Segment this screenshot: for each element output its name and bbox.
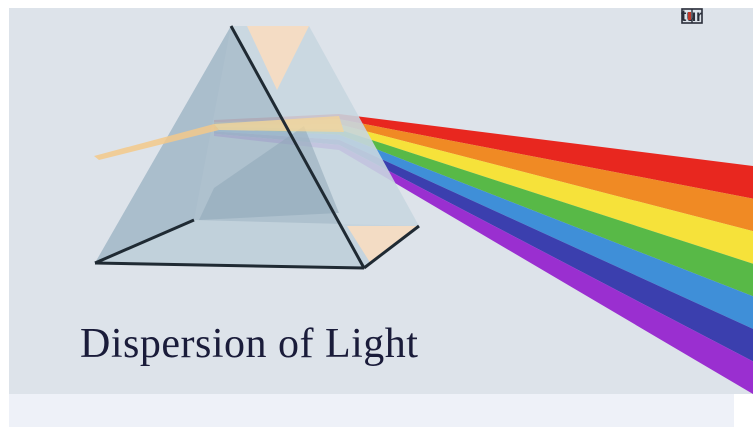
- prism: [94, 26, 419, 268]
- brand-logo: tur: [681, 8, 702, 26]
- diagram-canvas: tur Dispersion of Light: [9, 8, 753, 394]
- diagram-title: Dispersion of Light: [80, 320, 418, 368]
- bottom-strip: [9, 394, 734, 427]
- book-icon: [681, 8, 703, 24]
